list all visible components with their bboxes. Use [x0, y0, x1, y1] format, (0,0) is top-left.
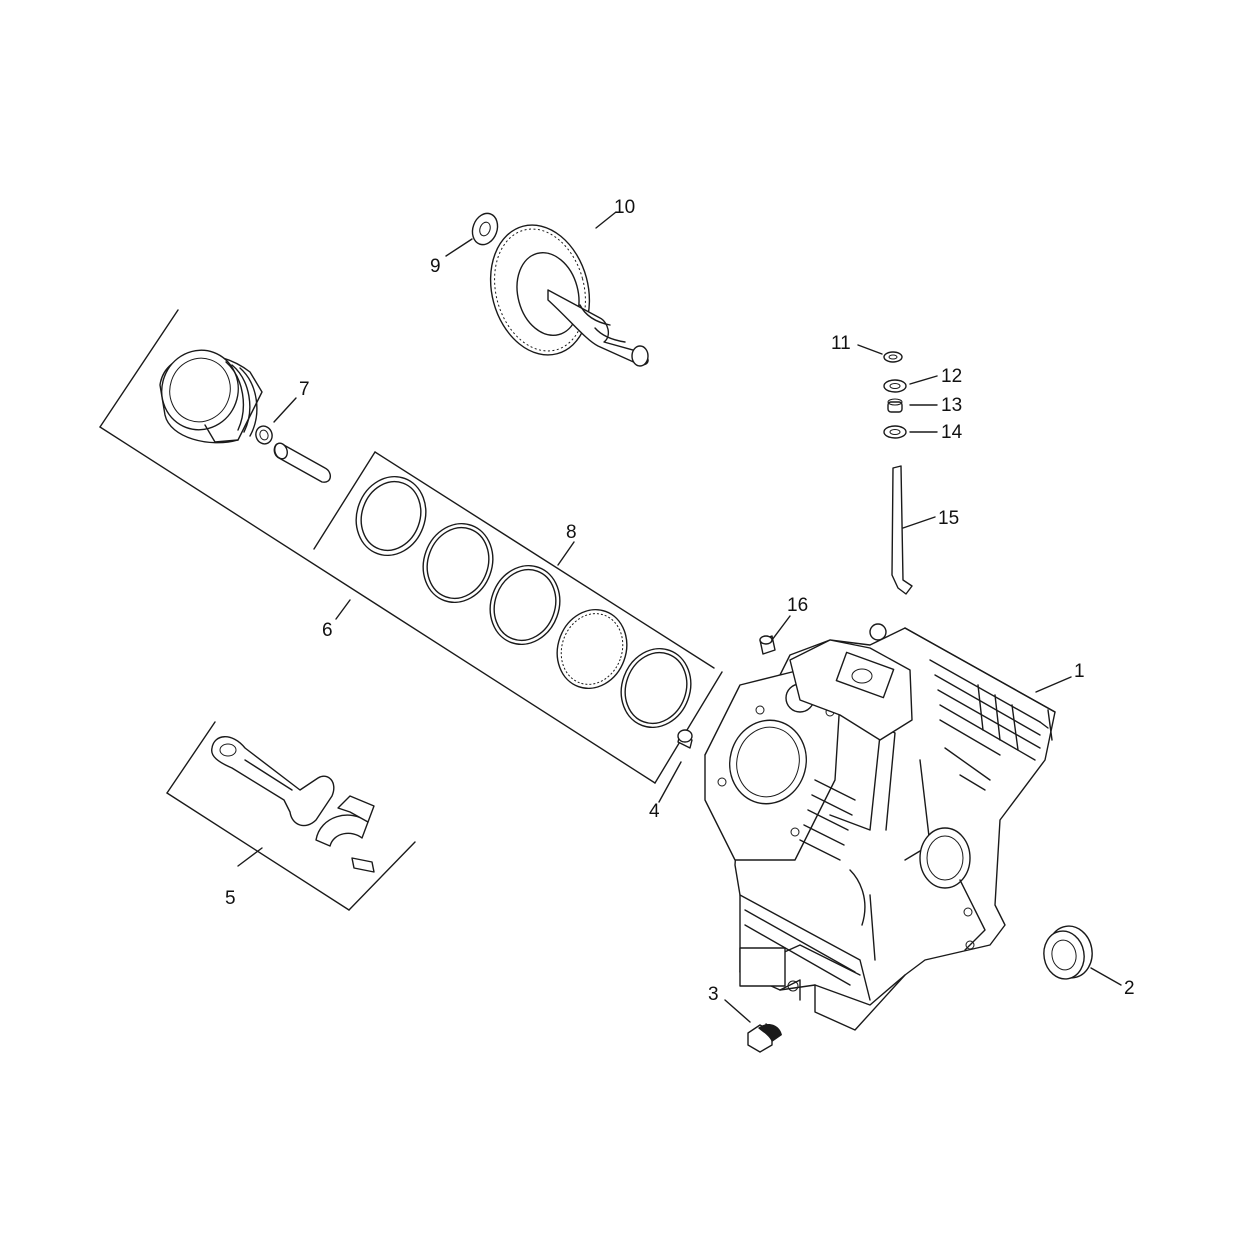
callout-6: 6 — [322, 620, 333, 641]
ring-set-bracket — [313, 451, 715, 669]
piston-pin — [273, 442, 331, 483]
piston-group-bracket — [99, 309, 723, 784]
callout-1: 1 — [1074, 661, 1085, 682]
thrust-washer — [471, 212, 499, 246]
callout-12: 12 — [941, 366, 962, 387]
washer-stack — [883, 351, 907, 439]
callout-5: 5 — [225, 888, 236, 909]
callout-13: 13 — [941, 395, 962, 416]
callout-3: 3 — [708, 984, 719, 1005]
callout-14: 14 — [941, 422, 963, 443]
leader-lines — [237, 211, 1122, 1023]
callout-8: 8 — [566, 522, 577, 543]
callout-labels: 1 2 3 4 5 6 7 8 9 10 11 12 13 14 15 16 — [225, 197, 1135, 1005]
callout-10: 10 — [614, 197, 635, 218]
drain-plug — [747, 1023, 782, 1053]
oil-seal — [1043, 925, 1093, 980]
connecting-rod — [211, 736, 375, 873]
callout-16: 16 — [787, 595, 808, 616]
callout-11: 11 — [831, 333, 851, 354]
callout-9: 9 — [430, 256, 441, 277]
crankcase — [704, 623, 1056, 1031]
callout-4: 4 — [649, 801, 660, 822]
camshaft-gear — [489, 224, 649, 367]
dowel-pin — [677, 729, 693, 749]
piston-rings — [355, 475, 692, 729]
piston — [159, 349, 263, 444]
piston-pin-clip — [255, 425, 273, 445]
callout-7: 7 — [299, 379, 310, 400]
callout-15: 15 — [938, 508, 959, 529]
breather-rod — [891, 465, 913, 595]
dowel-16 — [759, 635, 776, 655]
callout-2: 2 — [1124, 978, 1135, 999]
